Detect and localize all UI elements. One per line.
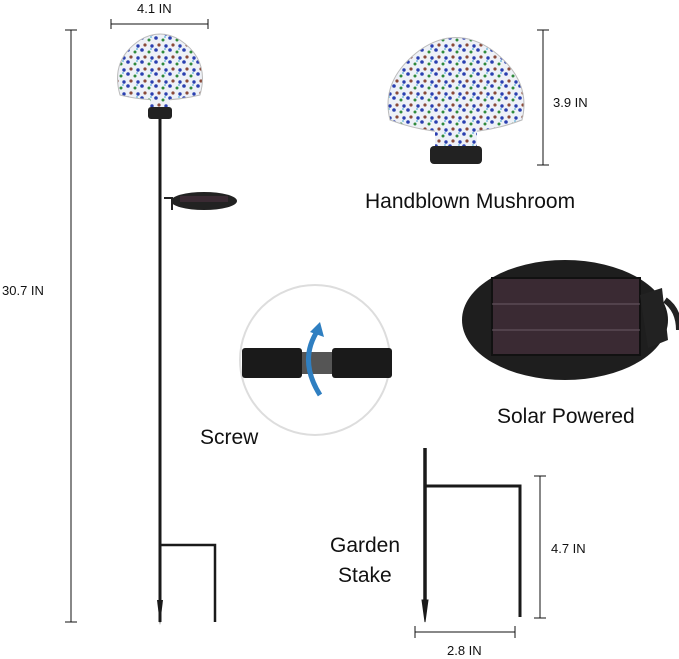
stake-height-label: 4.7 IN [551, 541, 586, 556]
mushroom-closeup [387, 37, 525, 164]
total-height-label: 30.7 IN [2, 283, 44, 298]
dimension-lines [65, 19, 549, 638]
stake-width-label: 2.8 IN [447, 643, 482, 658]
solar-panel-closeup [462, 260, 679, 380]
stake-caption-line1: Garden [330, 534, 401, 557]
screw-closeup [239, 284, 392, 436]
stake-caption-line2: Stake [338, 564, 392, 587]
solar-caption: Solar Powered [497, 405, 635, 428]
garden-stake-closeup [421, 448, 522, 623]
mushroom-height-label: 3.9 IN [553, 95, 588, 110]
mushroom-caption: Handblown Mushroom [365, 190, 576, 213]
full-stake-light [117, 33, 237, 625]
top-width-label: 4.1 IN [137, 1, 172, 16]
screw-caption: Screw [200, 426, 259, 449]
